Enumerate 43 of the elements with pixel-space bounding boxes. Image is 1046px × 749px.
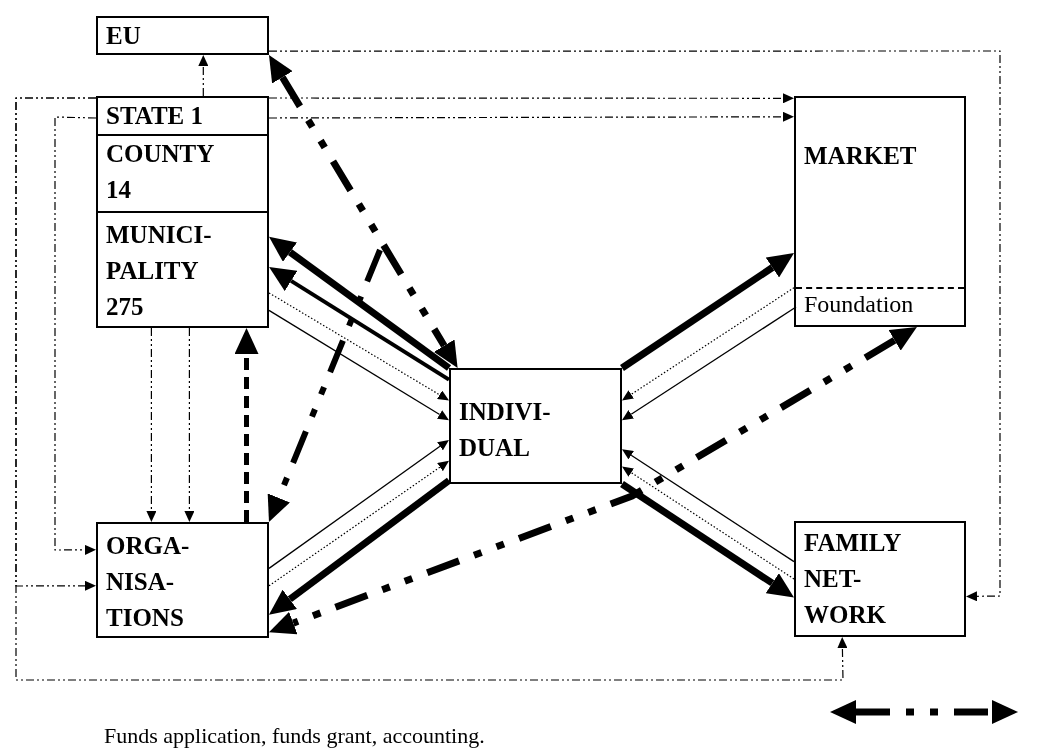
box-label: MARKET <box>804 141 918 171</box>
arrow <box>269 236 452 371</box>
legend-text: Funds application, funds grant, accounting. <box>104 723 485 749</box>
box-label: MUNICI- PALITY 275 <box>106 220 213 322</box>
box-label: INDIVI- DUAL <box>459 397 552 463</box>
arrow <box>198 55 209 97</box>
arrow <box>269 267 451 382</box>
box-label: ORGA- NISA- TIONS <box>106 531 191 633</box>
arrow <box>268 460 450 587</box>
entity-box <box>449 368 622 484</box>
arrow <box>268 111 794 122</box>
box-label: FAMILY NET- WORK <box>804 528 902 630</box>
arrow <box>622 287 795 401</box>
box-label: STATE 1 <box>106 101 204 131</box>
arrow <box>184 327 195 522</box>
entity-box <box>96 211 269 328</box>
entity-box <box>96 522 269 638</box>
arrow <box>146 327 157 522</box>
arrow <box>268 439 449 570</box>
arrow <box>268 292 450 401</box>
entity-box <box>794 96 966 327</box>
arrow <box>268 327 917 635</box>
entity-box <box>794 521 966 637</box>
box-label: Foundation <box>804 290 914 319</box>
arrow <box>268 477 452 615</box>
arrow <box>267 248 383 522</box>
entity-box <box>96 96 269 136</box>
arrow <box>54 116 97 555</box>
arrow <box>622 306 797 421</box>
box-label: COUNTY 14 <box>106 139 215 205</box>
box-label: EU <box>106 21 141 51</box>
arrow <box>234 328 259 522</box>
arrow <box>268 50 1001 602</box>
arrow <box>622 466 795 580</box>
arrow <box>620 481 794 598</box>
arrow <box>15 97 848 681</box>
arrow <box>269 55 458 368</box>
entity-box <box>96 16 269 55</box>
arrow <box>268 309 449 421</box>
arrow <box>268 93 794 104</box>
arrow <box>622 449 795 563</box>
entity-box <box>96 134 269 213</box>
arrow <box>620 253 794 371</box>
